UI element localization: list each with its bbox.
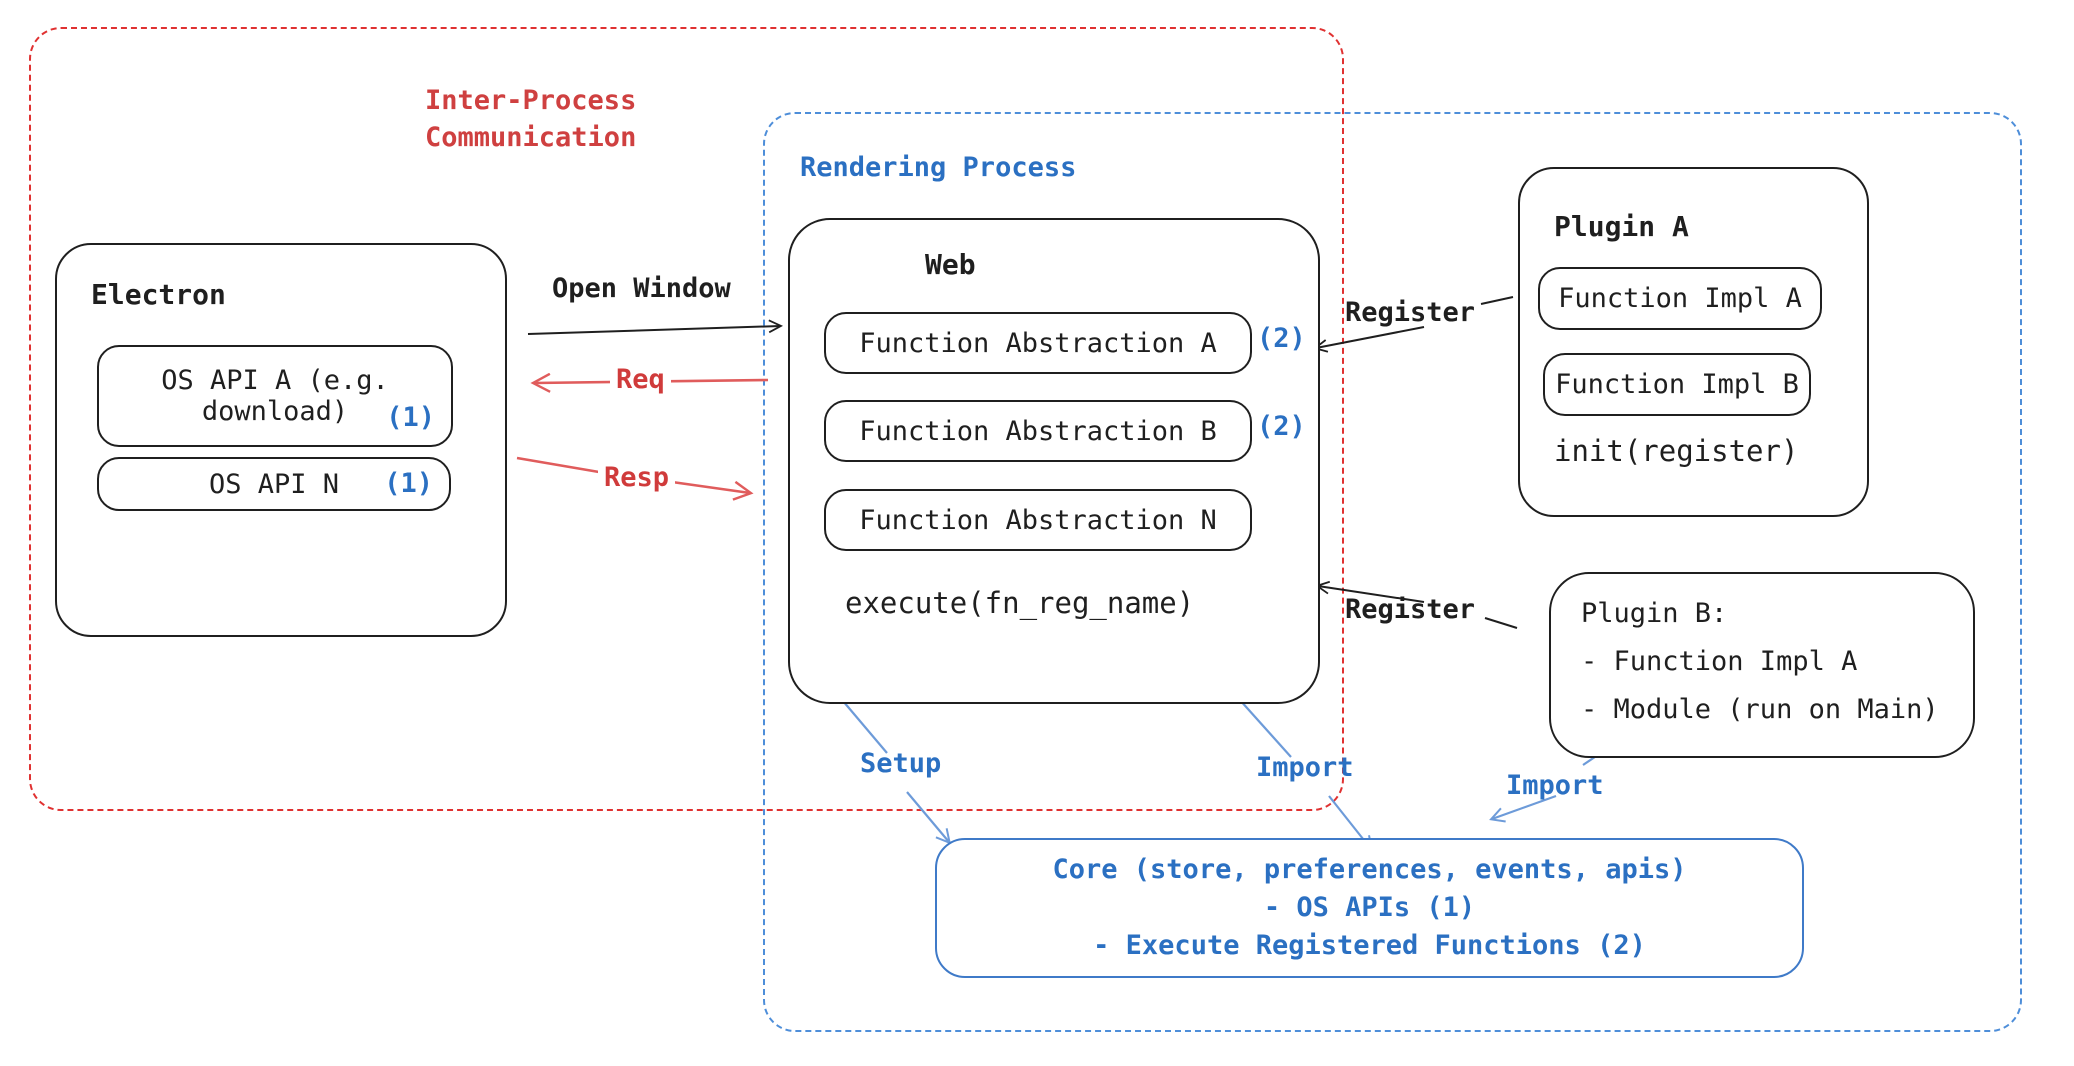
os-api-a-ref: (1) <box>386 402 435 433</box>
setup-label: Setup <box>860 748 942 779</box>
plugin-a-title: Plugin A <box>1554 210 1689 243</box>
function-abstraction-n-label: Function Abstraction N <box>859 504 1217 536</box>
ipc-group-label-line1: Inter-Process <box>425 85 637 116</box>
web-title: Web <box>925 248 976 281</box>
function-abstraction-b-box: Function Abstraction B <box>824 400 1252 462</box>
plugin-a-init-text: init(register) <box>1554 434 1799 468</box>
rendering-group-label: Rendering Process <box>800 152 1077 183</box>
electron-title: Electron <box>91 278 226 311</box>
plugin-b-text: Plugin B: - Function Impl A - Module (run … <box>1581 590 1939 734</box>
ipc-group-box <box>29 27 1344 811</box>
import-right-label: Import <box>1506 770 1604 801</box>
function-abstraction-b-ref: (2) <box>1257 411 1306 442</box>
import-mid-label: Import <box>1256 752 1354 783</box>
function-abstraction-a-label: Function Abstraction A <box>859 327 1217 359</box>
rendering-group-box <box>763 112 2022 1032</box>
function-abstraction-a-box: Function Abstraction A <box>824 312 1252 374</box>
os-api-a-label-line1: OS API A (e.g. <box>161 365 389 396</box>
register-top-label: Register <box>1345 297 1476 328</box>
plugin-b-line1: Plugin B: <box>1581 598 1728 629</box>
req-label: Req <box>610 364 671 395</box>
core-box: Core (store, preferences, events, apis) -… <box>935 838 1804 978</box>
os-api-n-box: OS API N (1) <box>97 457 451 511</box>
core-line1: Core (store, preferences, events, apis) <box>1052 854 1687 885</box>
register-bottom-label: Register <box>1345 594 1476 625</box>
core-line3: - Execute Registered Functions (2) <box>1093 930 1646 961</box>
os-api-a-box: OS API A (e.g. download) (1) <box>97 345 453 447</box>
function-abstraction-a-ref: (2) <box>1257 323 1306 354</box>
core-line2: - OS APIs (1) <box>1263 892 1476 923</box>
function-impl-b-label: Function Impl B <box>1555 369 1799 400</box>
os-api-n-label: OS API N <box>208 468 340 500</box>
web-execute-text: execute(fn_reg_name) <box>845 586 1195 620</box>
plugin-b-line2: - Function Impl A <box>1581 646 1858 677</box>
function-abstraction-n-box: Function Abstraction N <box>824 489 1252 551</box>
function-impl-a-label: Function Impl A <box>1558 283 1802 314</box>
function-abstraction-b-label: Function Abstraction B <box>859 415 1217 447</box>
plugin-a-box <box>1518 167 1869 517</box>
function-impl-a-box: Function Impl A <box>1538 267 1822 330</box>
plugin-b-box <box>1549 572 1975 758</box>
plugin-b-line3: - Module (run on Main) <box>1581 694 1939 725</box>
ipc-group-label-line2: Communication <box>425 122 637 153</box>
resp-label: Resp <box>598 462 676 493</box>
os-api-a-label-line2: download) <box>201 396 349 427</box>
open-window-label: Open Window <box>552 273 731 304</box>
function-impl-b-box: Function Impl B <box>1543 353 1811 416</box>
os-api-n-ref: (1) <box>384 468 433 499</box>
